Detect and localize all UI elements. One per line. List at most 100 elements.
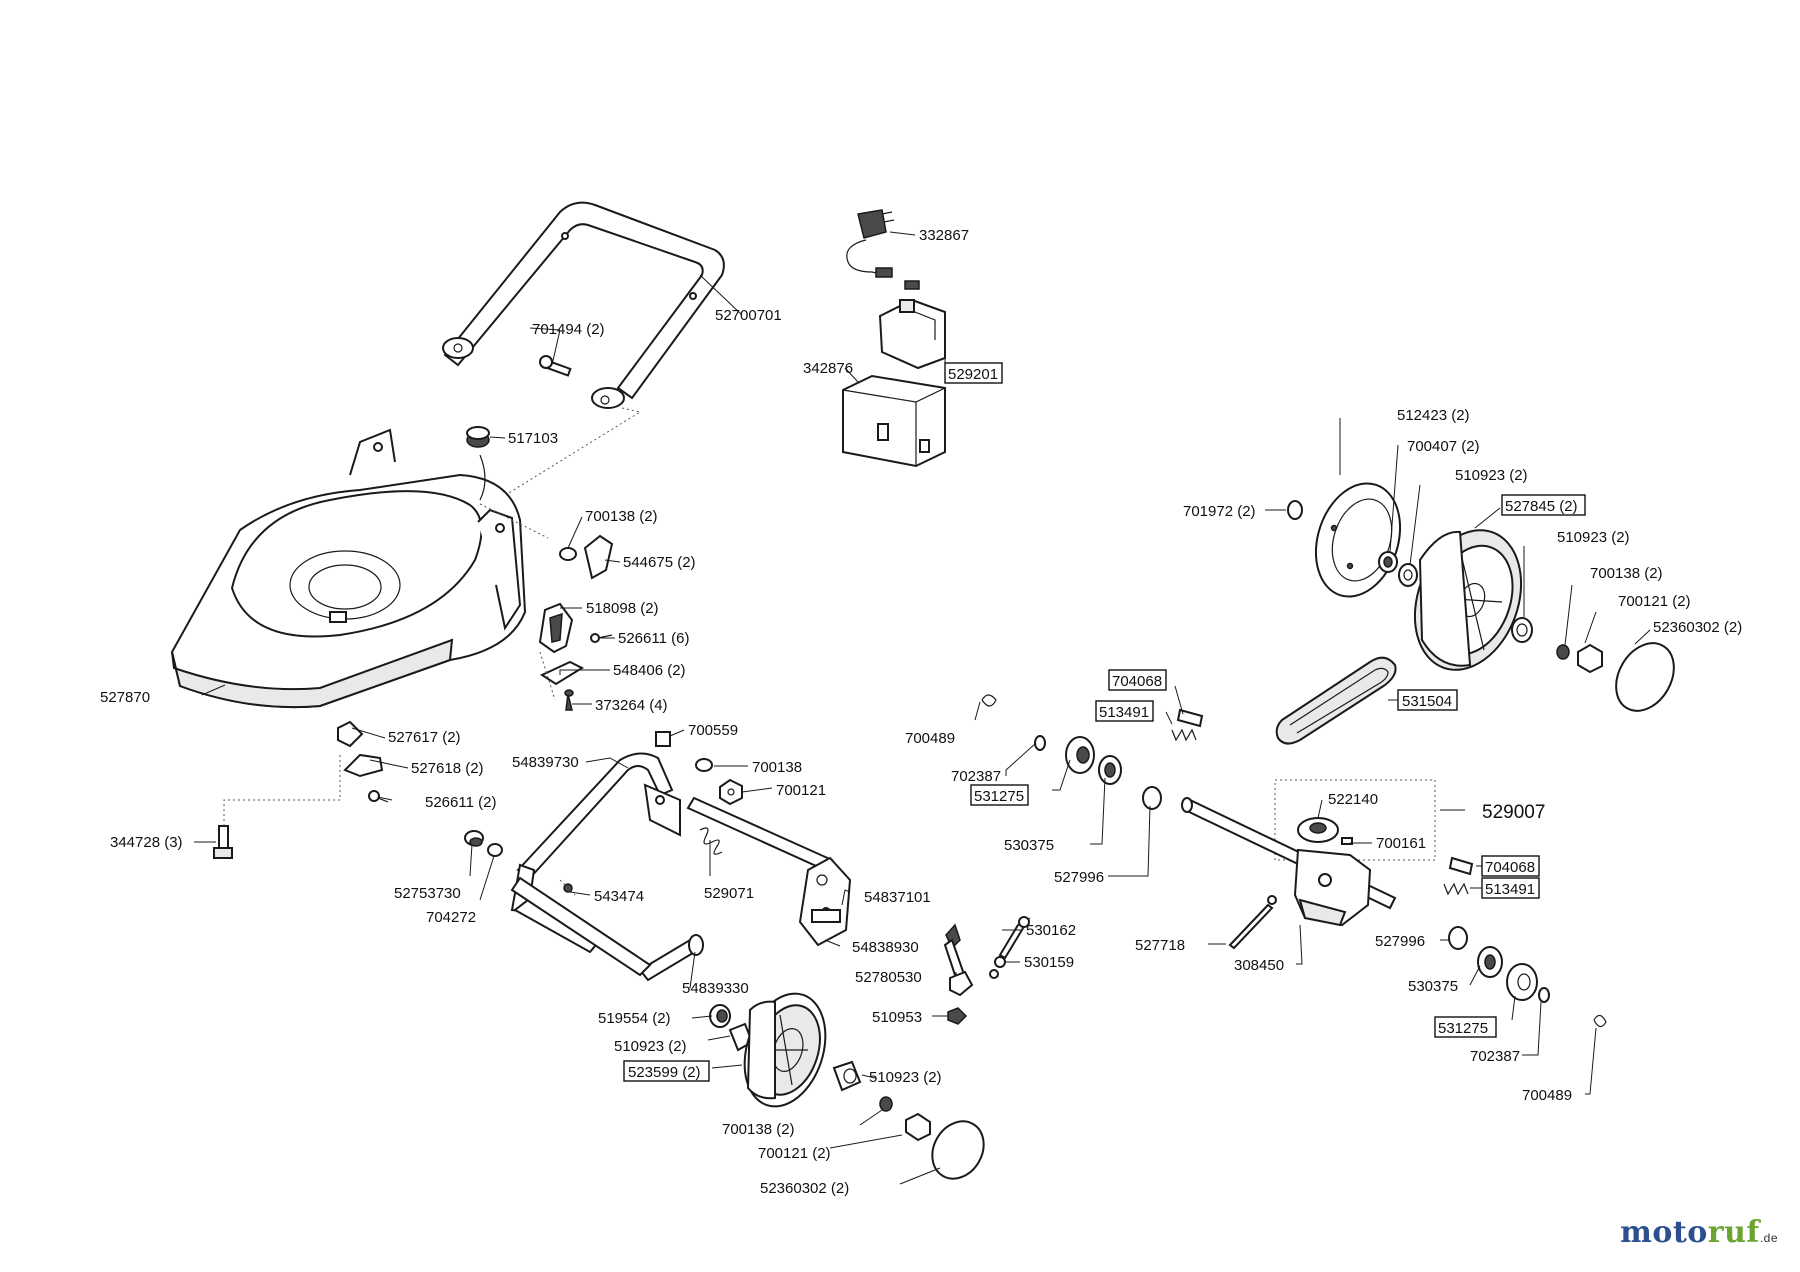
label-700489a: 700489 [905,730,955,747]
gear-531275a [1065,736,1095,774]
label-52360302a: 52360302 (2) [1653,619,1742,636]
label-54839730: 54839730 [512,754,579,771]
battery-342876 [842,374,946,468]
label-700121b: 700121 [776,782,826,799]
gear-531275b [1506,963,1538,1001]
washer-700138d [1556,644,1570,660]
screw-526611b [368,790,389,803]
pin-543474 [559,879,576,896]
label-527996b: 527996 [1375,933,1425,950]
bracket-52780530 [949,970,974,997]
label-342876: 342876 [803,360,853,377]
grass-bag-cushion-517103 [466,426,490,448]
label-510953: 510953 [872,1009,922,1026]
label-530159: 530159 [1024,954,1074,971]
label-548406: 548406 (2) [613,662,686,679]
clip-700489a [981,694,997,707]
hubcap-52360302a [1615,642,1675,712]
rear-wheel-527845 [1413,529,1523,671]
spring-513491b [1443,882,1469,896]
label-702387b: 702387 [1470,1048,1520,1065]
clip-700489b [1593,1014,1607,1028]
leader-lines [194,231,1651,1185]
bushing-700407 [1378,551,1398,573]
label-54838930: 54838930 [852,939,919,956]
cable-527718 [1228,895,1277,950]
label-527870: 527870 [100,689,150,706]
label-373264: 373264 (4) [595,697,668,714]
bushing-52753730 [464,830,484,847]
label-513491b: 513491 [1485,881,1535,898]
label-530375b: 530375 [1408,978,1458,995]
logo-part1: moto [1620,1215,1708,1250]
label-52360302b: 52360302 (2) [760,1180,849,1197]
label-527718: 527718 [1135,937,1185,954]
label-704272: 704272 [426,909,476,926]
label-527617: 527617 (2) [388,729,461,746]
label-544675: 544675 (2) [623,554,696,571]
nut-700121b [719,778,743,806]
nut-700121c [905,1112,931,1142]
washer-704272 [487,843,503,857]
key-700161 [1341,837,1353,845]
bearing-519554 [709,1004,731,1028]
hub-510923d [832,1060,862,1092]
label-54839330: 54839330 [682,980,749,997]
key-704068b [1448,856,1474,876]
label-700138c: 700138 (2) [722,1121,795,1138]
washer-700138c [879,1096,893,1112]
label-527996a: 527996 [1054,869,1104,886]
label-701494: 701494 (2) [532,321,605,338]
belt-531504 [1275,656,1397,745]
logo-suffix: .de [1759,1231,1778,1245]
label-510923a: 510923 (2) [1455,467,1528,484]
label-700138a: 700138 (2) [585,508,658,525]
part-labels: 332867 52700701 701494 (2) 529201 342876… [100,227,1742,1197]
washer-702387a [1034,735,1046,751]
bolt-344728 [213,825,233,859]
spring-513491a [1171,728,1197,742]
bushing-527996b [1448,926,1468,950]
gear-disc-512423 [1314,482,1402,598]
label-523599: 523599 (2) [628,1064,701,1081]
nut-700121d [1577,643,1603,674]
label-513491a: 513491 [1099,704,1149,721]
label-522140: 522140 [1328,791,1378,808]
label-527845: 527845 (2) [1505,498,1578,515]
clip-518098 [538,602,574,654]
label-702387a: 702387 [951,768,1001,785]
bearing-510923a [1398,563,1418,587]
right-bracket-54838930 [798,856,852,947]
label-700121d: 700121 (2) [1618,593,1691,610]
label-700407: 700407 (2) [1407,438,1480,455]
label-52753730: 52753730 [394,885,461,902]
label-518098: 518098 (2) [586,600,659,617]
washer-702387b [1538,987,1550,1003]
label-700121c: 700121 (2) [758,1145,831,1162]
washer-701972 [1287,500,1303,520]
charger-332867 [846,209,920,290]
label-700559: 700559 [688,722,738,739]
label-344728: 344728 (3) [110,834,183,851]
motoruf-logo: motoruf.de [1620,1215,1778,1250]
label-526611b: 526611 (2) [425,794,496,811]
label-704068a: 704068 [1112,673,1162,690]
label-512423: 512423 (2) [1397,407,1470,424]
nut-510953 [947,1007,968,1025]
label-531504: 531504 [1402,693,1452,710]
label-308450: 308450 [1234,957,1284,974]
washer-700138 [559,547,577,561]
bolt-530162 [998,916,1031,960]
bearing-510923b [1511,617,1533,643]
upper-handle [442,201,725,409]
pawl-530375b [1477,946,1503,978]
washer-700138b [695,758,713,772]
label-700489b: 700489 [1522,1087,1572,1104]
label-700161: 700161 [1376,835,1426,852]
key-704068a [1176,708,1204,728]
label-701972: 701972 (2) [1183,503,1256,520]
plate-548406 [539,660,585,686]
label-527618: 527618 (2) [411,760,484,777]
bushing-527996a [1142,786,1162,810]
label-700138d: 700138 (2) [1590,565,1663,582]
